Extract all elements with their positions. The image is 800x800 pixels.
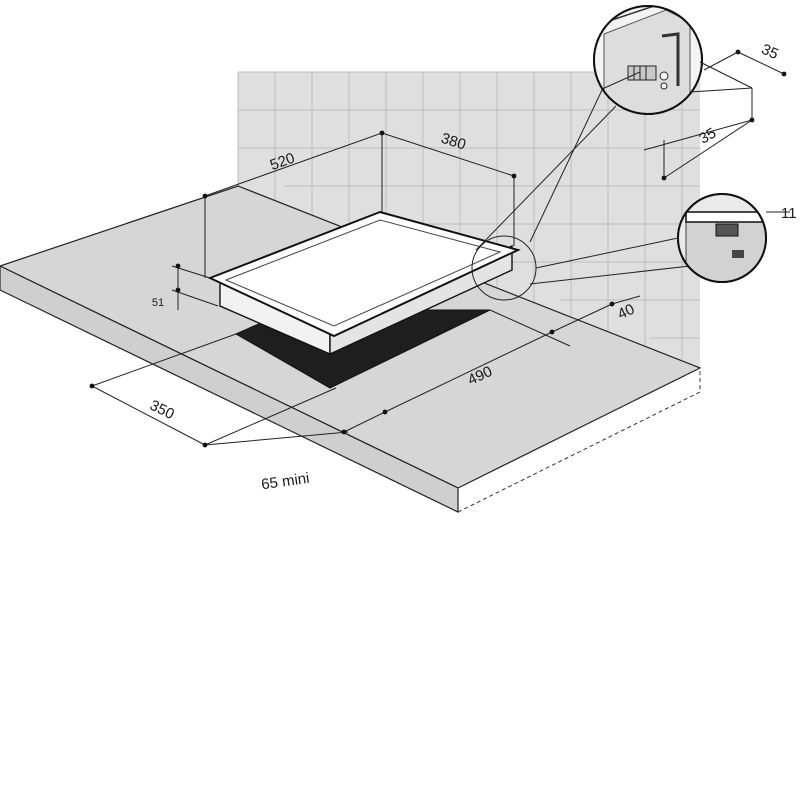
dim-40-label: 40: [615, 301, 637, 323]
detail-edge: [677, 193, 790, 283]
back-wall: [237, 71, 700, 368]
hob-unit: [207, 210, 521, 356]
detail-connector-dots: [661, 49, 787, 181]
dim-51-label: 51: [152, 297, 164, 309]
wall-tiles: [237, 71, 700, 361]
dim-350-label: 350: [147, 397, 177, 423]
detail-connector: [593, 5, 703, 115]
hob-glass-inner: [224, 219, 502, 327]
hob-glass-top: [207, 210, 521, 338]
dim-380-label: 380: [439, 130, 468, 154]
dimension-dots: [89, 130, 615, 448]
wall-panel: [238, 72, 700, 368]
callout-leaders: [471, 89, 691, 301]
dim-65-mini-label: 65 mini: [260, 470, 310, 494]
detail-connector-dims: [643, 51, 785, 179]
dim-35-side-label: 35: [696, 125, 719, 148]
dim-11-label: 11: [781, 205, 797, 222]
dim-35-top-label: 35: [759, 41, 781, 63]
dimension-lines: [91, 132, 641, 446]
